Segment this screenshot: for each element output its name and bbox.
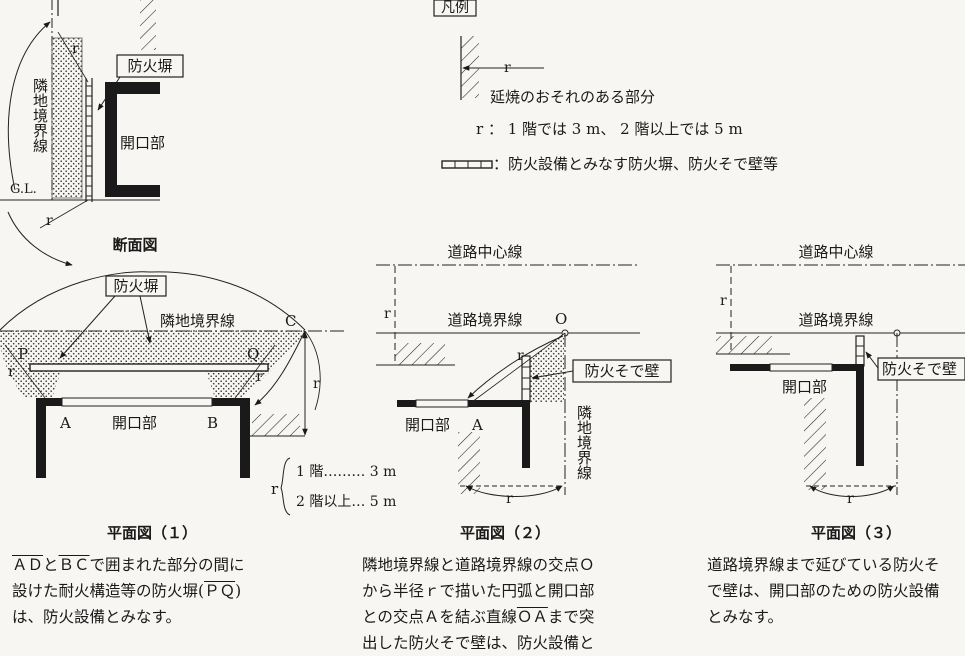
plan2-road-boundary-label: 道路境界線 xyxy=(447,311,522,329)
plan3-wing-label: 防火そで壁 xyxy=(882,360,957,378)
plan2: 道路中心線 r 道路境界線 O 隣地境界線 開口部 A r 防火そで壁 r 平面… xyxy=(376,243,672,542)
plan3-title: 平面図（３） xyxy=(811,524,901,542)
plan2-r-arc xyxy=(467,335,564,399)
plan1-building-wall xyxy=(36,398,250,478)
plan3-caption-line1: 道路境界線まで延びている防火そ xyxy=(707,556,940,574)
legend-hatch-sample xyxy=(461,36,479,98)
section-dotted-zone xyxy=(51,37,83,199)
plan2-pt-o: O xyxy=(555,310,567,328)
section-r2: r xyxy=(46,213,53,229)
plan1-opening xyxy=(61,397,213,407)
plan2-caption-oa: ＯＡ xyxy=(516,608,548,626)
plan1-caption-line3: は、防火設備とみなす。 xyxy=(12,608,181,626)
plan1-pt-p: P xyxy=(18,345,28,363)
legend-r-def: r ： 1 階では 3 m、 2 階以上では 5 m xyxy=(476,120,743,138)
plan1-caption-bc: ＢＣ xyxy=(58,556,90,574)
legend-r-mark: r xyxy=(504,60,511,76)
plan2-r-arc-label: r xyxy=(517,348,524,364)
plan1-caption-ad: ＡＤ xyxy=(12,556,44,574)
plan2-building-wall xyxy=(397,400,530,468)
plan1-caption-line1-rest: で囲まれた部分の間に xyxy=(89,556,245,574)
section-fence-label: 防火塀 xyxy=(127,57,172,75)
plan2-pt-a: A xyxy=(471,416,483,434)
plan2-dotted-zone xyxy=(522,334,564,402)
plan1-r-left: r xyxy=(8,364,15,380)
plan1-neighbor-label: 隣地境界線 xyxy=(160,312,235,330)
plan3-r-bottom: r xyxy=(847,491,854,507)
plan1-r-right: r xyxy=(256,369,263,385)
section-view: 隣地境界線 防火塀 開口部 G.L. r r 断面図 xyxy=(0,0,184,267)
plan2-wing-label: 防火そで壁 xyxy=(584,362,659,380)
plan1-pt-a: A xyxy=(59,414,71,432)
section-opening-label: 開口部 xyxy=(120,134,165,152)
plan1-caption-line2-b: ) xyxy=(235,582,242,600)
plan1-pt-q: Q xyxy=(247,345,259,363)
section-r-arc-lower xyxy=(7,211,73,267)
plan2-opening-label: 開口部 xyxy=(405,416,450,434)
section-fence xyxy=(85,78,93,202)
plan3-road-boundary-label: 道路境界線 xyxy=(798,311,873,329)
plan1-title: 平面図（１） xyxy=(107,524,197,542)
plan3: 道路中心線 r 道路境界線 開口部 防火そで壁 r 平面図（３） xyxy=(716,243,965,542)
plan2-caption-line3-b: まで突 xyxy=(547,608,595,626)
plan1-upper-arc xyxy=(0,271,306,331)
plan3-opening-label: 開口部 xyxy=(782,378,827,396)
section-fence-labelbox xyxy=(116,54,184,78)
plan1: 防火塀 隣地境界線 C P Q r r A 開口部 B r r 1 階……… 3… xyxy=(0,271,396,542)
plan1-caption-and: と xyxy=(43,556,59,574)
plan3-r-bottom-arc xyxy=(809,485,895,497)
section-title: 断面図 xyxy=(112,236,157,254)
plan1-floor1: 1 階……… 3 m xyxy=(296,464,396,480)
plan2-caption-line3: との交点Ａを結ぶ直線ＯＡまで突 xyxy=(362,604,662,630)
plan3-road-center-label: 道路中心線 xyxy=(798,243,873,261)
section-gl-label: G.L. xyxy=(10,182,37,197)
legend-wall-desc: ：防火設備とみなす防火塀、防火そで壁等 xyxy=(493,155,778,173)
plan3-r-dim: r xyxy=(720,293,727,309)
plan1-opening-label: 開口部 xyxy=(112,414,157,432)
plan1-r-dim: r xyxy=(313,376,320,392)
plan3-caption: 道路境界線まで延びている防火そ で壁は、開口部のための防火設備 とみなす。 xyxy=(707,552,965,630)
plan2-caption-line1: 隣地境界線と道路境界線の交点Ｏ xyxy=(362,556,595,574)
section-building-wall xyxy=(105,82,160,197)
plan2-caption: 隣地境界線と道路境界線の交点Ｏ から半径ｒで描いた円弧と開口部 との交点Ａを結ぶ… xyxy=(362,552,662,656)
section-top-hatch xyxy=(140,0,156,50)
section-neighbor-label: 隣地境界線 xyxy=(31,78,49,153)
plan2-caption-line2: から半径ｒで描いた円弧と開口部 xyxy=(362,582,595,600)
plan3-caption-line3: とみなす。 xyxy=(707,608,783,626)
plan2-caption-line3-a: との交点Ａを結ぶ直線 xyxy=(362,608,517,626)
plan3-wing-wall xyxy=(855,335,865,367)
plan1-fence-label: 防火塀 xyxy=(113,277,158,295)
plan1-floor2: 2 階以上… 5 m xyxy=(296,494,396,510)
section-r-arc-upper xyxy=(7,21,51,191)
section-r1: r xyxy=(72,41,79,57)
plan2-r-bottom: r xyxy=(506,491,513,507)
plan1-caption-pq: ＰＱ xyxy=(204,582,236,600)
plan3-caption-line2: で壁は、開口部のための防火設備 xyxy=(707,582,940,600)
plan1-pt-c: C xyxy=(285,312,296,330)
legend: 凡例 r 延焼のおそれのある部分 r ： 1 階では 3 m、 2 階以上では … xyxy=(433,0,778,173)
plan1-caption-line2-a: 設けた耐火構造等の防火塀( xyxy=(12,582,205,600)
plan1-fence-pq xyxy=(29,363,269,372)
plan1-caption: ＡＤとＢＣで囲まれた部分の間に 設けた耐火構造等の防火塀(ＰＱ) は、防火設備と… xyxy=(12,552,302,630)
plan1-floor-r: r xyxy=(271,480,279,498)
plan2-neighbor-label: 隣地境界線 xyxy=(575,405,593,480)
plan2-r-dim: r xyxy=(384,306,391,322)
legend-title: 凡例 xyxy=(441,0,469,16)
plan2-title: 平面図（２） xyxy=(460,524,550,542)
plan2-caption-line4: 出した防火そで壁は、防火設備と xyxy=(362,634,595,652)
plan1-pt-b: B xyxy=(207,414,218,432)
plan2-r-bottom-arc xyxy=(465,485,563,497)
legend-wall-sample xyxy=(441,160,493,169)
legend-hatch-desc: 延焼のおそれのある部分 xyxy=(490,88,655,106)
plan2-road-center-label: 道路中心線 xyxy=(447,243,522,261)
plan1-caption-line2: 設けた耐火構造等の防火塀(ＰＱ) xyxy=(12,578,302,604)
plan1-caption-line1: ＡＤとＢＣで囲まれた部分の間に xyxy=(12,552,302,578)
